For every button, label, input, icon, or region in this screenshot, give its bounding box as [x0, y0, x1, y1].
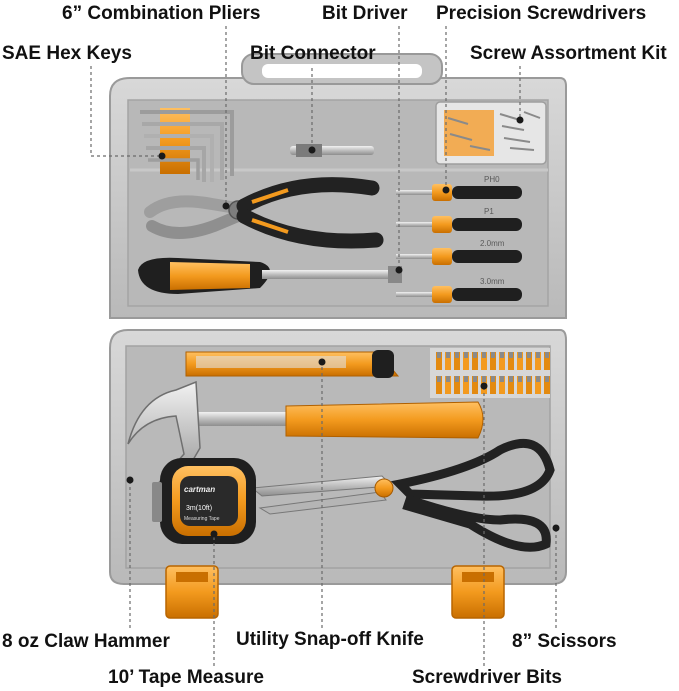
screwdriver-bit-tip	[509, 376, 513, 382]
screwdriver-bit-tip	[500, 352, 504, 358]
leader-lines	[90, 26, 557, 666]
screwdriver-size-ph0: PH0	[484, 175, 500, 184]
screwdriver-bit-tip	[536, 352, 540, 358]
utility-snap-off-knife	[185, 350, 400, 378]
label-sae-hex-keys: SAE Hex Keys	[2, 43, 132, 64]
screwdriver-bit-tip	[527, 376, 531, 382]
label-scissors: 8” Scissors	[512, 631, 617, 652]
screwdriver-bit	[445, 352, 451, 370]
scissors	[250, 438, 555, 552]
screwdriver-bit-tip	[473, 376, 477, 382]
screwdriver-bit	[508, 352, 514, 370]
screwdriver-bit-tip	[509, 352, 513, 358]
screwdriver-bit	[499, 376, 505, 394]
screwdriver-bit	[535, 352, 541, 370]
screwdriver-size-p1: P1	[484, 207, 494, 216]
screwdriver-bit	[445, 376, 451, 394]
screwdriver-bit-tip	[527, 352, 531, 358]
screwdriver-bit-tip	[455, 376, 459, 382]
screwdriver-bit	[499, 352, 505, 370]
screwdriver-bit	[463, 352, 469, 370]
screwdriver-bit-tip	[536, 376, 540, 382]
tape-measure: cartman 3m(10ft) Measuring Tape	[152, 458, 256, 544]
screwdriver-size-3mm: 3.0mm	[480, 277, 505, 286]
screwdriver-bit	[526, 352, 532, 370]
screwdriver-bit	[517, 352, 523, 370]
screwdriver-bit	[454, 352, 460, 370]
screwdriver-bit	[544, 376, 550, 394]
screwdriver-bit-tip	[446, 376, 450, 382]
combination-pliers	[144, 177, 384, 249]
screwdriver-bit-tip	[491, 376, 495, 382]
label-utility-knife: Utility Snap-off Knife	[236, 629, 424, 650]
screwdriver-bit	[517, 376, 523, 394]
screwdriver-bit	[472, 376, 478, 394]
screwdriver-bit	[544, 352, 550, 370]
leader-dots	[126, 116, 560, 538]
screwdriver-bit-tip	[473, 352, 477, 358]
screwdriver-bit	[535, 376, 541, 394]
label-bit-connector: Bit Connector	[250, 43, 376, 64]
screwdriver-bit-tip	[464, 376, 468, 382]
label-combination-pliers: 6” Combination Pliers	[62, 3, 261, 24]
label-bit-driver: Bit Driver	[322, 3, 408, 24]
screwdriver-bit	[490, 352, 496, 370]
screwdriver-bit	[454, 376, 460, 394]
screwdriver-bit-tip	[437, 376, 441, 382]
screwdriver-bit-tip	[491, 352, 495, 358]
screwdriver-bit-tip	[464, 352, 468, 358]
precision-screwdrivers: PH0 P1 2.0mm 3.0mm	[396, 175, 522, 303]
screwdriver-bit-tip	[545, 376, 549, 382]
label-screw-assortment-kit: Screw Assortment Kit	[470, 43, 667, 64]
screwdriver-bit-tip	[437, 352, 441, 358]
screwdriver-bit-tip	[482, 352, 486, 358]
screwdriver-size-2mm: 2.0mm	[480, 239, 505, 248]
screwdriver-bit-tip	[455, 352, 459, 358]
screwdriver-bit-tip	[518, 376, 522, 382]
screwdriver-bit-tip	[446, 352, 450, 358]
screwdriver-bit	[436, 376, 442, 394]
tape-size-text: 3m(10ft)	[186, 505, 212, 512]
label-claw-hammer: 8 oz Claw Hammer	[2, 631, 170, 652]
screwdriver-bit	[490, 376, 496, 394]
hex-keys	[140, 108, 234, 182]
label-precision-screwdrivers: Precision Screwdrivers	[436, 3, 647, 24]
screwdriver-bit-tip	[518, 352, 522, 358]
label-tape-measure: 10’ Tape Measure	[108, 667, 264, 688]
label-screwdriver-bits: Screwdriver Bits	[412, 667, 562, 688]
screwdriver-bit	[463, 376, 469, 394]
screwdriver-bit	[508, 376, 514, 394]
tape-brand-text: cartman	[184, 485, 215, 494]
case-latch-right	[451, 565, 505, 619]
screwdriver-bit-tip	[482, 376, 486, 382]
bit-driver	[138, 257, 402, 294]
screwdriver-bit	[526, 376, 532, 394]
screwdriver-bit-tip	[500, 376, 504, 382]
case-latch-left	[165, 565, 219, 619]
tape-caption-text: Measuring Tape	[184, 516, 220, 522]
screw-assortment-kit	[435, 101, 547, 165]
screwdriver-bit	[481, 352, 487, 370]
screwdriver-bit-tip	[545, 352, 549, 358]
screwdriver-bit	[436, 352, 442, 370]
screwdriver-bit	[472, 352, 478, 370]
